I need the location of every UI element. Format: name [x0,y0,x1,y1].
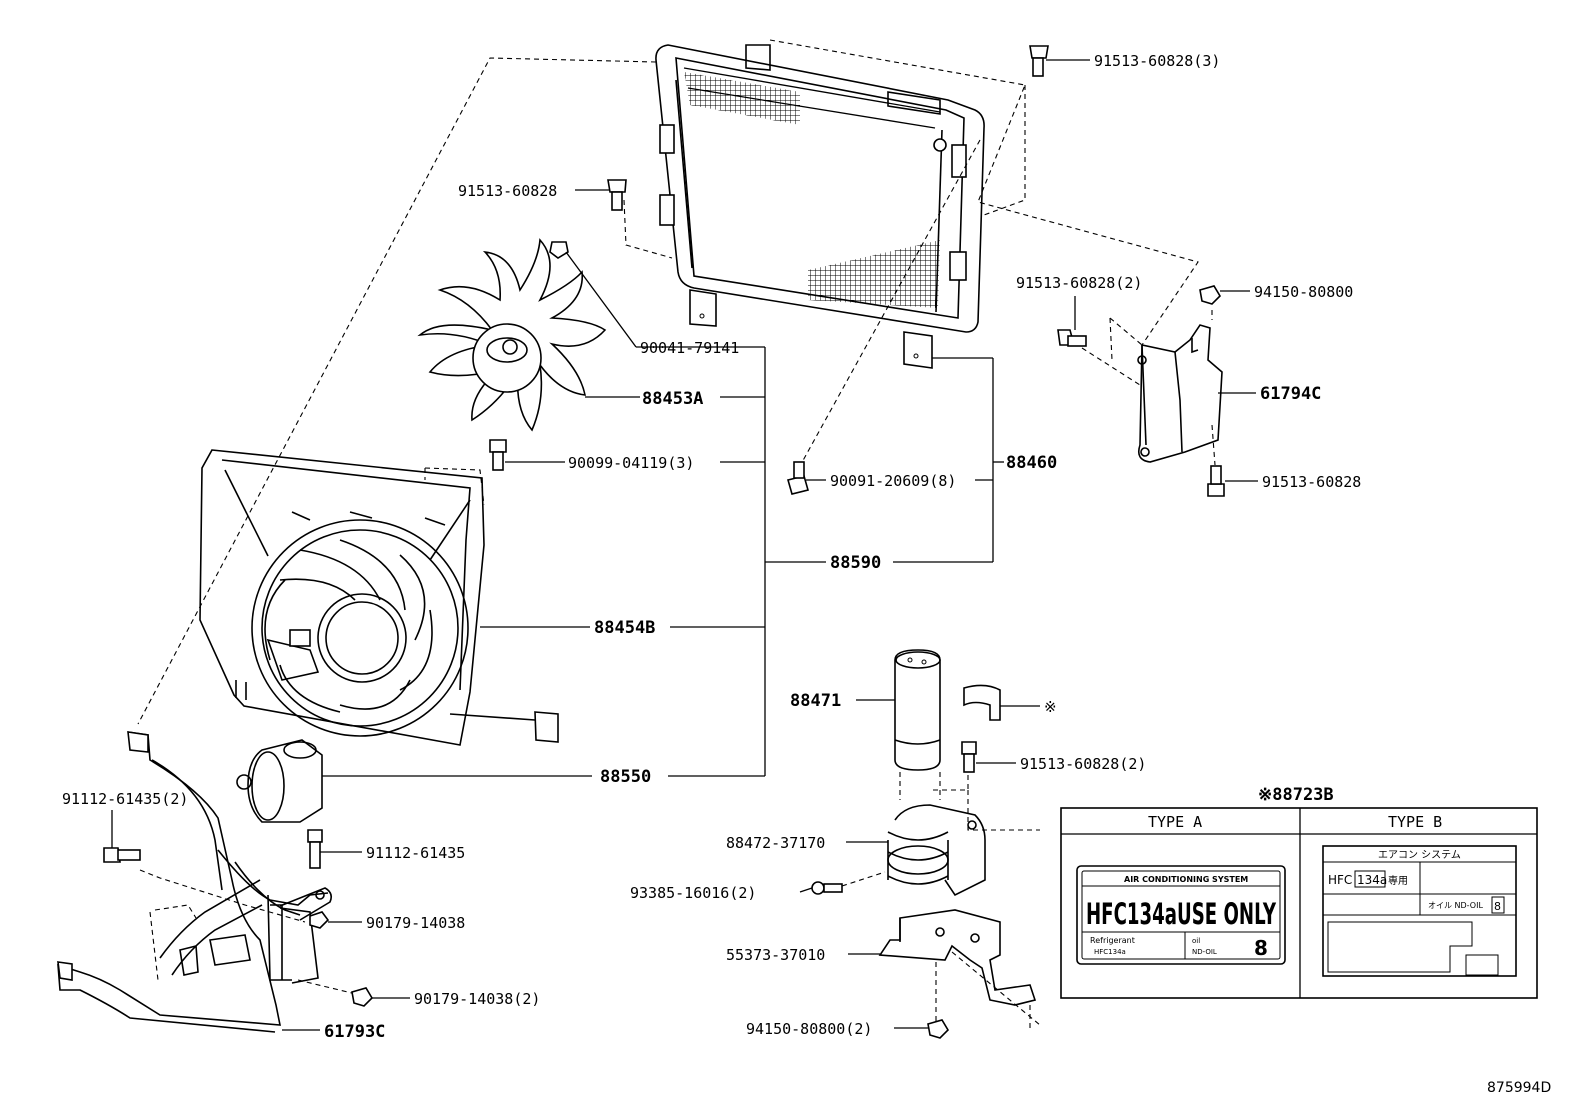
mount-bracket [878,909,1037,1006]
type-b-oil: オイル ND-OIL [1428,901,1483,910]
dash-line [899,772,941,800]
bolt-icon [1029,45,1049,77]
type-a-oil: oil [1192,937,1200,945]
right-bracket [1137,324,1223,463]
label-88460: 88460 [1006,453,1057,473]
label-90041-79141: 90041-79141 [640,339,739,357]
bolt-icon [1207,465,1225,497]
receiver-dryer [894,649,941,771]
screw-icon [811,881,843,895]
type-a-refrigerant: Refrigerant [1090,936,1135,945]
label-90091-20609-8: 90091-20609(8) [830,472,956,490]
label-88590: 88590 [830,553,881,573]
bolt-icon [961,741,977,773]
label-88471: 88471 [790,691,841,711]
nut-icon [927,1019,950,1039]
label-strip [963,684,1001,721]
fan-motor [236,739,323,823]
fan-blade [417,238,607,432]
label-91513-60828-3: 91513-60828(3) [1094,52,1220,70]
type-a-main: HFC134aUSE ONLY [1086,897,1277,931]
label-94150-80800-2: 94150-80800(2) [746,1020,872,1038]
bolt-icon [103,847,141,863]
label-type-table: ※88723B TYPE A TYPE B AIR CONDITIONING S… [1060,785,1538,999]
dash-line [1109,317,1143,361]
dash-line [139,869,306,923]
label-88453a: 88453A [642,389,703,409]
bolt-icon [307,829,323,869]
label-88454b: 88454B [594,618,655,638]
diagram-id: 875994D [1487,1080,1551,1096]
bolt-icon [489,439,507,471]
bolt-icon [607,179,627,211]
nut-icon [309,911,330,929]
label-91513-60828-left: 91513-60828 [458,182,557,200]
type-b-system: エアコン システム [1378,849,1461,861]
dash-line [623,199,673,259]
dash-line [297,979,361,996]
table-ref: ※88723B [1258,785,1334,805]
dash-line [983,85,1026,216]
type-b-header: TYPE B [1388,813,1442,831]
dash-line [930,775,969,791]
label-61794c: 61794C [1260,384,1321,404]
type-b-only: 専用 [1388,875,1408,887]
type-a-oil-number: 8 [1254,936,1268,960]
type-a-refrigerant-value: HFC134a [1094,948,1126,956]
label-88472-37170: 88472-37170 [726,834,825,852]
label-94150-80800: 94150-80800 [1254,283,1353,301]
label-90099-04119-3: 90099-04119(3) [568,454,694,472]
label-90179-14038: 90179-14038 [366,914,465,932]
type-b-hfc: HFC [1328,873,1352,887]
bolt-icon [1057,329,1087,347]
dash-line [794,139,981,476]
label-91513-60828-2-right: 91513-60828(2) [1016,274,1142,292]
dash-line [769,39,1199,346]
nut-icon [1199,285,1222,305]
label-90179-14038-2: 90179-14038(2) [414,990,540,1008]
label-93385-16016-2: 93385-16016(2) [630,884,756,902]
label-91513-60828-2-mid: 91513-60828(2) [1020,755,1146,773]
dash-line [424,467,485,506]
label-61793c: 61793C [324,1022,385,1042]
bolt-icon [787,461,809,495]
label-91513-60828-right: 91513-60828 [1262,473,1361,491]
dash-line [841,871,886,887]
label-ref-mark: ※ [1044,698,1057,716]
nut-icon [351,987,374,1007]
condenser-assembly [655,44,985,369]
dash-line [951,951,1041,1026]
nut-icon [549,241,569,259]
dash-line [137,57,657,725]
dash-line [967,790,1040,831]
label-91112-61435: 91112-61435 [366,844,465,862]
type-a-system: AIR CONDITIONING SYSTEM [1124,875,1248,884]
label-55373-37010: 55373-37010 [726,946,825,964]
label-91112-61435-2: 91112-61435(2) [62,790,188,808]
fan-shroud [199,449,559,746]
dash-line [149,904,197,981]
leader-lines [111,59,1258,1031]
type-b-134a: 134a [1357,873,1387,887]
label-88550: 88550 [600,767,651,787]
dash-line [1211,310,1216,466]
lower-bracket [57,731,332,1033]
type-a-header: TYPE A [1148,813,1202,831]
type-b-oil-number: 8 [1494,900,1501,913]
dryer-bracket [887,804,986,897]
type-a-oil-value: ND-OIL [1192,948,1217,956]
dash-line [1081,347,1141,386]
